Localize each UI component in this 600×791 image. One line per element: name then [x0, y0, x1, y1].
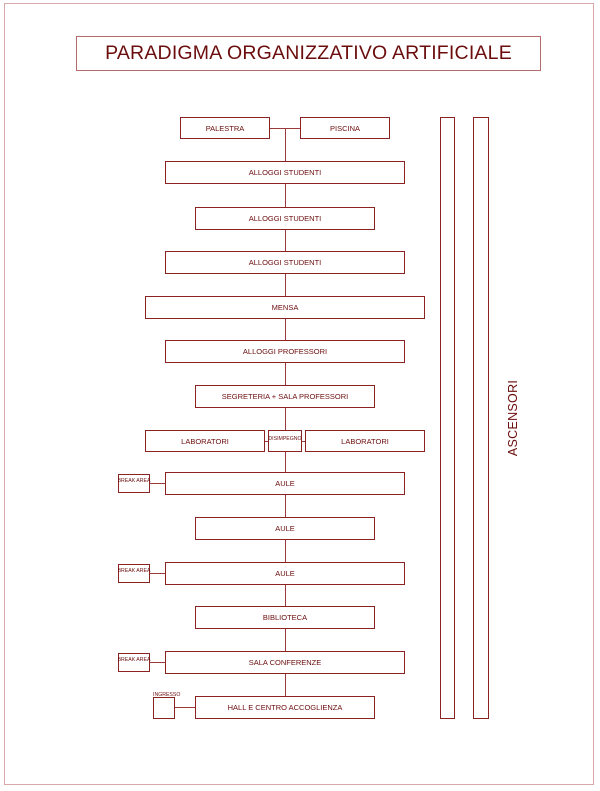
node-piscina: PISCINA: [300, 117, 390, 139]
node-label: MENSA: [271, 303, 299, 312]
node-alloggi-professori: ALLOGGI PROFESSORI: [165, 340, 405, 363]
spine-top: [285, 128, 286, 430]
node-label: AULE: [275, 569, 295, 578]
node-laboratori-left: LABORATORI: [145, 430, 265, 452]
connector-break-area-1: [150, 483, 166, 484]
node-break-area-2: BREAK AREA: [118, 564, 150, 583]
node-label: BREAK AREA: [117, 568, 151, 574]
node-segreteria: SEGRETERIA + SALA PROFESSORI: [195, 385, 375, 408]
node-label: ALLOGGI STUDENTI: [248, 214, 322, 223]
node-label: ALLOGGI STUDENTI: [248, 258, 322, 267]
node-label: PALESTRA: [205, 123, 245, 133]
elevator-shaft-left: [440, 117, 455, 719]
node-label: BREAK AREA: [117, 478, 151, 484]
connector-break-area-2: [150, 573, 166, 574]
node-aule-3: AULE: [165, 562, 405, 585]
title-box: PARADIGMA ORGANIZZATIVO ARTIFICIALE: [76, 36, 541, 71]
node-alloggi-studenti-1: ALLOGGI STUDENTI: [165, 161, 405, 184]
node-sala-conferenze: SALA CONFERENZE: [165, 651, 405, 674]
diagram-title: PARADIGMA ORGANIZZATIVO ARTIFICIALE: [105, 42, 512, 64]
ascensori-label: ASCENSORI: [506, 379, 520, 457]
elevator-shaft-right: [473, 117, 489, 719]
connector-lab-left: [265, 441, 269, 442]
node-label: LABORATORI: [181, 436, 229, 446]
node-break-area-1: BREAK AREA: [118, 474, 150, 493]
node-label: INGRESSO: [153, 692, 181, 698]
node-ingresso: INGRESSO: [153, 692, 180, 719]
connector-ingresso: [175, 707, 196, 708]
node-label: ALLOGGI PROFESSORI: [242, 347, 328, 356]
node-alloggi-studenti-3: ALLOGGI STUDENTI: [165, 251, 405, 274]
node-label: PISCINA: [329, 123, 360, 133]
node-label: AULE: [275, 479, 295, 488]
node-hall: HALL E CENTRO ACCOGLIENZA: [195, 696, 375, 719]
node-disimpegno: DISIMPEGNO: [268, 430, 302, 452]
node-break-area-3: BREAK AREA: [118, 653, 150, 672]
node-biblioteca: BIBLIOTECA: [195, 606, 375, 629]
connector-lab-right: [302, 441, 305, 442]
node-mensa: MENSA: [145, 296, 425, 319]
node-label: SEGRETERIA + SALA PROFESSORI: [221, 392, 349, 401]
node-label: BIBLIOTECA: [262, 613, 308, 622]
node-label: SALA CONFERENZE: [248, 658, 322, 667]
node-label: AULE: [275, 524, 295, 533]
connector-break-area-3: [150, 662, 166, 663]
node-label: BREAK AREA: [117, 657, 151, 663]
node-label: HALL E CENTRO ACCOGLIENZA: [227, 703, 343, 712]
node-aule-2: AULE: [195, 517, 375, 540]
node-alloggi-studenti-2: ALLOGGI STUDENTI: [195, 207, 375, 230]
node-label: ALLOGGI STUDENTI: [248, 168, 322, 177]
node-palestra: PALESTRA: [180, 117, 270, 139]
node-aule-1: AULE: [165, 472, 405, 495]
node-label: DISIMPEGNO: [268, 436, 302, 442]
page-frame: [4, 3, 594, 785]
node-laboratori-right: LABORATORI: [305, 430, 425, 452]
node-label: LABORATORI: [341, 436, 389, 446]
